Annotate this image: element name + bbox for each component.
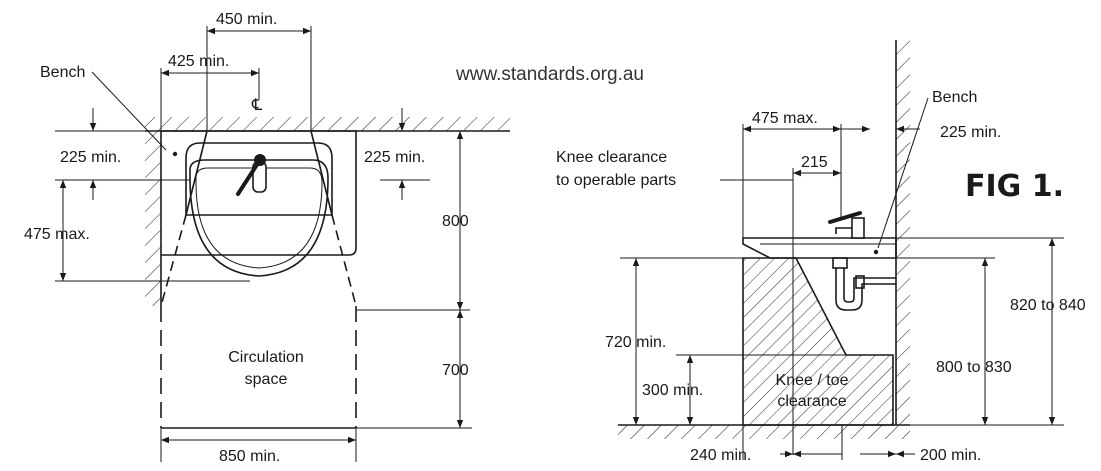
dim-720-min: 720 min. — [605, 334, 666, 351]
dim-240-min: 240 min. — [690, 447, 751, 464]
plan-view: ℄ 450 min. 425 min. Bench 225 min. 475 m… — [24, 11, 510, 465]
floor-hatch — [618, 425, 910, 439]
bench-marker-dot — [172, 151, 178, 157]
trap-outer — [835, 268, 896, 311]
side-bench-slab — [742, 237, 897, 259]
knee-toe-label-line1: Knee / toe — [776, 372, 849, 389]
knee-clearance-label-line1: Knee clearance — [556, 149, 667, 166]
knee-toe-label-line2: clearance — [777, 393, 846, 410]
bench-outline — [161, 130, 357, 256]
dim-450-min: 450 min. — [216, 11, 277, 28]
side-tap-body — [851, 217, 865, 239]
left-wall-hatch — [145, 131, 161, 306]
figure-title: FIG 1. — [965, 169, 1064, 204]
side-bench-dot — [873, 249, 879, 255]
side-tap-lever — [828, 211, 862, 224]
circulation-label-line1: Circulation — [228, 349, 304, 366]
dim-215: 215 — [801, 154, 828, 171]
dim-200-min: 200 min. — [920, 447, 981, 464]
circulation-label-line2: space — [245, 371, 288, 388]
standards-url: www.standards.org.au — [455, 64, 644, 85]
dim-700: 700 — [442, 362, 469, 379]
tap-head — [254, 154, 266, 166]
tap-lever — [236, 158, 262, 196]
dim-left-475-max: 475 max. — [24, 226, 90, 243]
dim-left-225-min: 225 min. — [60, 149, 121, 166]
side-wall-hatch — [896, 40, 910, 425]
knee-clearance-label-line2: to operable parts — [556, 172, 676, 189]
plan-bench-label: Bench — [40, 64, 85, 81]
splay-left-top — [185, 130, 208, 216]
side-bench-leader — [877, 97, 929, 249]
dim-800: 800 — [442, 213, 469, 230]
bench-leader-line — [91, 71, 167, 151]
splay-left-dash — [160, 214, 187, 307]
basin-inner — [195, 167, 323, 269]
dim-side-475-max: 475 max. — [752, 110, 818, 127]
side-bench-label: Bench — [932, 89, 977, 106]
dim-side-225-min: 225 min. — [940, 124, 1001, 141]
side-tap-spout — [835, 227, 852, 234]
dim-820-to-840: 820 to 840 — [1010, 297, 1086, 314]
dim-850-min: 850 min. — [219, 448, 280, 465]
dim-right-225-min: 225 min. — [364, 149, 425, 166]
dim-300-min: 300 min. — [642, 382, 703, 399]
trap-nut — [855, 275, 865, 289]
waste-outlet — [832, 257, 848, 269]
dim-425-min: 425 min. — [168, 53, 229, 70]
side-view: Bench 475 max. 225 min. 215 Knee clearan… — [556, 40, 1086, 464]
basin-bowl — [189, 159, 329, 277]
dim-800-to-830: 800 to 830 — [936, 359, 1012, 376]
trap-inner — [843, 268, 896, 303]
splay-right-dash — [331, 214, 357, 307]
top-wall-hatch — [145, 117, 510, 131]
splay-right-top — [310, 130, 333, 216]
centreline-symbol: ℄ — [251, 97, 263, 114]
